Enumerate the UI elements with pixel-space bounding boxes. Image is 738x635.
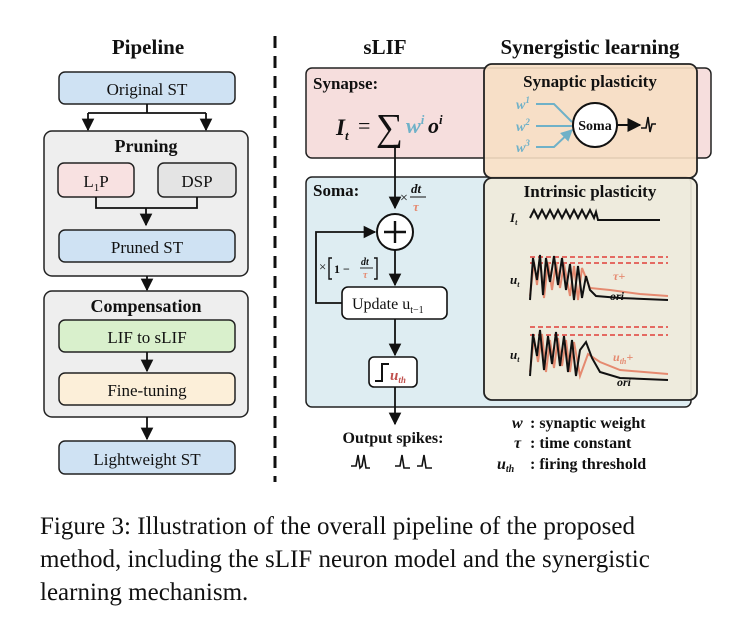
plus-icon xyxy=(384,221,406,243)
it-label: It xyxy=(509,210,518,227)
tau-plus-label: τ+ xyxy=(613,269,625,283)
w2-label: w2 xyxy=(516,117,530,135)
figure-caption: Figure 3: Illustration of the overall pi… xyxy=(40,513,650,606)
w1-label: w1 xyxy=(516,95,530,113)
lightweight-st-box xyxy=(58,440,236,475)
decay-dt: dt xyxy=(361,257,370,268)
pruning-group-title: Pruning xyxy=(114,136,177,156)
equation-lhs: It xyxy=(335,115,349,143)
ori-label-2: ori xyxy=(617,375,632,389)
tau-denominator: τ xyxy=(413,199,420,214)
synapse-label: Synapse: xyxy=(313,74,378,93)
intrinsic-plasticity-title: Intrinsic plasticity xyxy=(524,182,657,201)
equation-o: oi xyxy=(428,112,443,138)
equation-equals: = xyxy=(358,113,370,138)
synaptic-inputs xyxy=(536,103,572,148)
dt-over-tau: × xyxy=(400,191,408,206)
decay-brackets xyxy=(328,257,378,280)
legend-uth-text: : firing threshold xyxy=(530,456,646,473)
pruned-st-label: Pruned ST xyxy=(111,238,184,257)
merge-connector xyxy=(95,197,198,225)
dt-numerator: dt xyxy=(411,181,422,196)
original-trace-1 xyxy=(529,254,669,301)
slif-title: sLIF xyxy=(363,35,406,59)
original-trace-2 xyxy=(529,329,669,381)
compensation-title: Compensation xyxy=(90,296,201,316)
fine-tuning-label: Fine-tuning xyxy=(107,381,187,400)
ori-label-1: ori xyxy=(610,289,625,303)
dsp-label: DSP xyxy=(181,172,212,191)
synergistic-title: Synergistic learning xyxy=(500,35,680,59)
legend-tau-text: : time constant xyxy=(530,435,632,452)
lif-to-slif-label: LIF to sLIF xyxy=(107,328,186,347)
soma-label: Soma: xyxy=(313,181,359,200)
legend-tau-symbol: τ xyxy=(514,435,522,452)
output-spikes-label: Output spikes: xyxy=(343,430,444,447)
w3-label: w3 xyxy=(516,138,530,156)
soma-node-label: Soma xyxy=(578,119,611,134)
l1p-label: L1P xyxy=(83,172,108,194)
synaptic-plasticity-title: Synaptic plasticity xyxy=(523,72,657,91)
legend-w-symbol: w xyxy=(512,415,523,432)
lightweight-st-label: Lightweight ST xyxy=(93,450,201,469)
output-spike-train-icon xyxy=(351,454,432,470)
split-connector xyxy=(88,104,206,114)
pruned-st-box xyxy=(58,229,236,263)
decay-one-minus: 1 − xyxy=(334,262,350,276)
step-function-icon xyxy=(375,363,389,382)
uth-plus-label: uth+ xyxy=(613,350,633,366)
figure-diagram: Pipeline Original ST Pruning L1P DSP Pru… xyxy=(43,35,712,482)
update-label: Update ut−1 xyxy=(352,296,424,316)
decay-times: × xyxy=(319,259,326,274)
fine-tuning-box xyxy=(58,372,236,406)
decay-tau: τ xyxy=(363,270,368,281)
legend-w-text: : synaptic weight xyxy=(530,415,646,432)
soma-output-spike-icon xyxy=(641,116,656,133)
legend-uth-symbol: uth xyxy=(497,456,515,475)
ut-label-2: ut xyxy=(510,347,520,364)
equation-w: wi xyxy=(406,112,425,138)
original-st-label: Original ST xyxy=(107,80,188,99)
equation-sum: ∑ xyxy=(376,107,403,149)
input-current-trace xyxy=(529,207,660,221)
decay-feedback-loop xyxy=(315,225,377,304)
ut-label-1: ut xyxy=(510,272,520,289)
pipeline-title: Pipeline xyxy=(112,35,184,59)
threshold-label: uth xyxy=(390,368,406,385)
